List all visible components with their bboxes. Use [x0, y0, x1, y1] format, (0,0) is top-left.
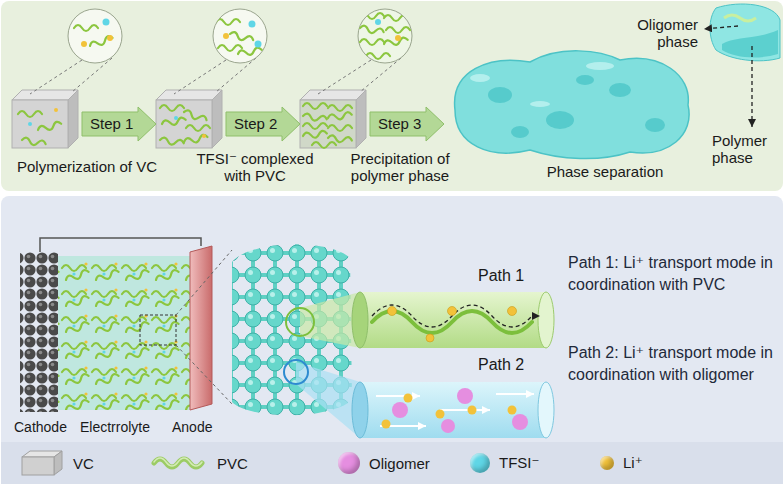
- phase-separated-network: [455, 51, 690, 159]
- text-label: Cathode: [14, 419, 78, 436]
- legend-vc-box: [20, 449, 64, 477]
- arrow-outline: [226, 107, 300, 141]
- step-arrow: Step 1: [82, 107, 156, 141]
- arrow-outline: [82, 107, 156, 141]
- legend-item: PVC: [150, 449, 248, 477]
- text-label: Precipitation of polymer phase: [335, 150, 465, 184]
- leader-arrow: [704, 26, 738, 29]
- path1-channel: [352, 292, 554, 348]
- zoom-ring: [286, 308, 314, 336]
- zoom-funnel: [296, 362, 360, 438]
- legend-text: PVC: [217, 455, 248, 472]
- step-arrow: Step 2: [226, 107, 300, 141]
- zoom-line: [176, 345, 232, 404]
- legend-swatch: [338, 452, 360, 474]
- step-arrow: Step 3: [370, 107, 444, 141]
- legend-text: TFSI⁻: [499, 454, 539, 472]
- text-label: Path 2: Li⁺ transport mode in coordinati…: [568, 342, 780, 386]
- phase-inset: [710, 4, 780, 61]
- anode-plate: [190, 246, 212, 410]
- bottom-panel: [1, 196, 783, 484]
- zoom-line: [176, 250, 232, 315]
- text-label: Polymer phase: [712, 132, 780, 166]
- text-label: Polymerization of VC: [2, 158, 172, 175]
- electrolyte: [58, 256, 190, 410]
- text-label: Oligomer phase: [626, 16, 698, 50]
- wave-highlight: [154, 458, 202, 466]
- text-label: Anode: [172, 419, 224, 436]
- legend-text: Li⁺: [623, 454, 643, 472]
- zoom-ring: [284, 360, 308, 384]
- legend-item: Li⁺: [600, 449, 643, 477]
- legend-item: TFSI⁻: [470, 449, 539, 477]
- step-text-box: Step 1: [82, 115, 133, 133]
- text-label: Electrrolyte: [80, 419, 168, 436]
- legend-swatch: [470, 453, 490, 473]
- legend-text: Oligomer: [369, 455, 430, 472]
- zoom-box: [140, 315, 176, 345]
- top-panel: [1, 1, 783, 191]
- path2-channel: [352, 382, 554, 438]
- text-label: Path 1: [478, 267, 548, 284]
- step-label: Step 1: [90, 115, 133, 133]
- legend-swatch: [600, 456, 614, 470]
- leader-arrow: [751, 46, 752, 127]
- step-text-box: Step 3: [370, 115, 421, 133]
- legend-item: VC: [20, 449, 94, 477]
- vc-cube: [156, 90, 222, 148]
- zoom-inset: [318, 9, 412, 94]
- legend-text: VC: [73, 455, 94, 472]
- vc-cube: [300, 90, 366, 148]
- arrow-outline: [370, 107, 444, 141]
- step-label: Step 3: [378, 115, 421, 133]
- electrolyte-polymer: [58, 256, 190, 410]
- step-label: Step 2: [234, 115, 277, 133]
- box-front: [22, 457, 54, 475]
- step-text-box: Step 2: [226, 115, 277, 133]
- legend-band: [1, 442, 783, 484]
- text-label: Path 1: Li⁺ transport mode in coordinati…: [568, 252, 780, 296]
- box-side: [54, 451, 62, 475]
- text-label: Path 2: [478, 356, 548, 373]
- zoom-inset: [30, 9, 122, 94]
- legend-pvc-wave: [150, 453, 208, 473]
- text-label: Phase separation: [515, 163, 695, 180]
- vc-cube: [12, 90, 78, 148]
- zoom-funnel: [300, 292, 360, 348]
- text-label: TFSI⁻ complexed with PVC: [185, 150, 325, 184]
- wave-line: [154, 459, 202, 467]
- legend-item: Oligomer: [338, 449, 430, 477]
- circuit-wire: [40, 238, 201, 252]
- zoom-inset: [174, 9, 267, 94]
- cathode-particles: [20, 252, 58, 412]
